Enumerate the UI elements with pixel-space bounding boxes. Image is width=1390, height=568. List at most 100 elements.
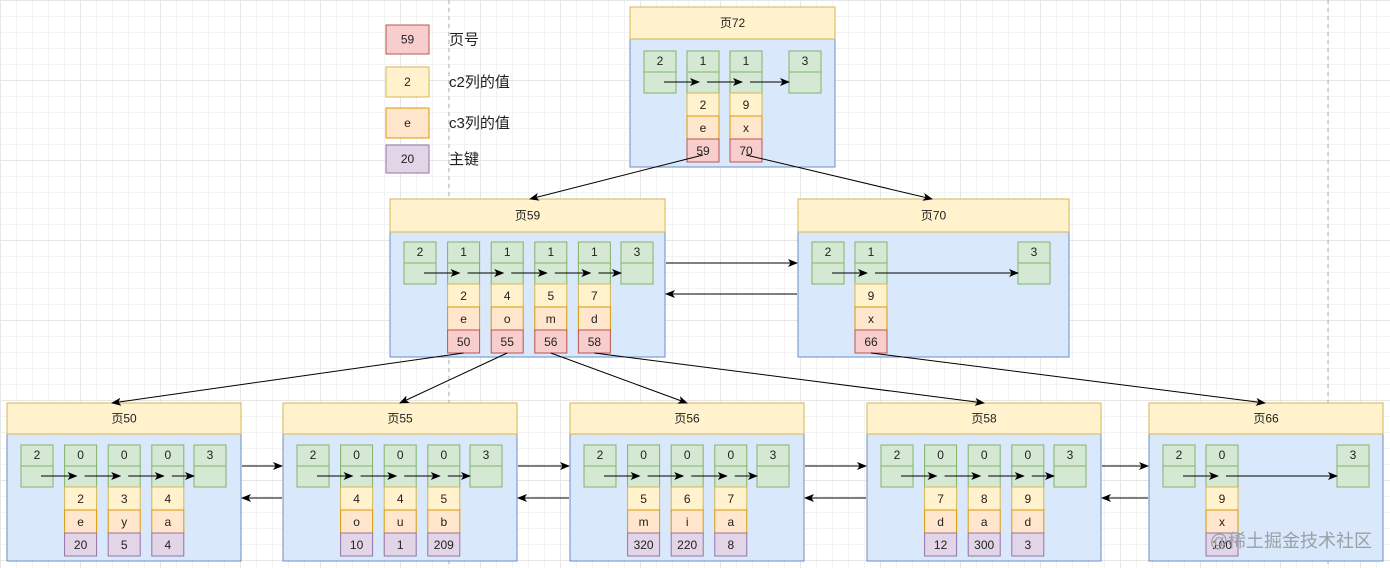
legend-sample: 20 (401, 152, 415, 166)
legend-item-pk: 20 主键 (385, 144, 479, 174)
record-c3-value: e (460, 312, 467, 326)
page-title: 页72 (720, 16, 746, 30)
record-c2-value: 9 (1024, 492, 1031, 506)
record-type-value: 2 (597, 448, 604, 462)
record-page-number-value: 70 (739, 144, 753, 158)
record-c3-value: d (1024, 515, 1031, 529)
legend-swatch (385, 144, 430, 174)
child-pointer-arrow (550, 352, 688, 404)
record-type-value: 1 (460, 245, 467, 259)
record-c2-value: 4 (397, 492, 404, 506)
record-type-value: 0 (121, 448, 128, 462)
page-title: 页59 (515, 209, 541, 223)
legend-sample: 59 (401, 33, 415, 47)
legend-label: 主键 (449, 151, 479, 168)
infimum-record: 2 (583, 444, 617, 488)
record-header-bottom (788, 71, 822, 94)
record-ref-cell (686, 138, 720, 163)
record-page-number-value: 58 (588, 335, 602, 349)
record-type-value: 0 (1024, 448, 1031, 462)
record-ref-cell (1205, 532, 1239, 557)
record-ref-cell (427, 532, 461, 557)
record-c3-value: u (397, 515, 404, 529)
legend-sample: e (404, 116, 411, 130)
record-header-bottom (193, 465, 227, 488)
record-ref-cell (107, 532, 141, 557)
record-ref-cell (729, 138, 763, 163)
record-type-value: 2 (657, 54, 664, 68)
infimum-record: 2 (296, 444, 330, 488)
record-type-value: 0 (397, 448, 404, 462)
record-c3-value: o (353, 515, 360, 529)
record-page-number-value: 66 (864, 335, 878, 349)
record-c2-value: 2 (460, 289, 467, 303)
record-type-value: 0 (77, 448, 84, 462)
record-type-value: 2 (894, 448, 901, 462)
record-c2-value: 2 (700, 98, 707, 112)
supremum-record: 3 (788, 50, 822, 94)
record-c2-value: 7 (727, 492, 734, 506)
record-type-value: 3 (634, 245, 641, 259)
legend-label: 页号 (449, 32, 479, 49)
record-c3-value: d (937, 515, 944, 529)
record-primary-key-value: 320 (634, 538, 654, 552)
record-c3-value: a (727, 515, 734, 529)
record-primary-key-value: 3 (1024, 538, 1031, 552)
page-title: 页58 (971, 412, 997, 426)
supremum-record: 3 (1053, 444, 1087, 488)
page-title: 页70 (921, 209, 947, 223)
record-c3-value: b (440, 515, 447, 529)
record-type-value: 3 (207, 448, 214, 462)
record-page-number-value: 59 (696, 144, 710, 158)
child-pointer-arrow (399, 352, 508, 404)
record-type-value: 1 (868, 245, 875, 259)
record-c3-value: m (546, 312, 556, 326)
infimum-record: 2 (20, 444, 54, 488)
page-title: 页66 (1253, 412, 1279, 426)
infimum-record: 2 (811, 241, 845, 285)
page-header (629, 6, 836, 40)
record-c2-value: 9 (1219, 492, 1226, 506)
record-type-value: 3 (1350, 448, 1357, 462)
page-header (866, 402, 1102, 435)
record-type-value: 1 (547, 245, 554, 259)
record-c2-value: 8 (981, 492, 988, 506)
record-primary-key-value: 4 (164, 538, 171, 552)
user-record: 0 9 d 3 (1011, 444, 1045, 557)
supremum-record: 3 (1017, 241, 1051, 285)
child-pointer-arrow (529, 154, 704, 201)
record-c3-value: y (121, 515, 127, 529)
page-header (1148, 402, 1384, 435)
record-type-value: 3 (770, 448, 777, 462)
watermark-text: @稀土掘金技术社区 (1210, 531, 1372, 551)
record-type-value: 3 (1031, 245, 1038, 259)
record-type-value: 1 (504, 245, 511, 259)
record-type-value: 0 (353, 448, 360, 462)
supremum-record: 3 (193, 444, 227, 488)
record-header-bottom (1336, 465, 1370, 488)
record-c3-value: d (591, 312, 598, 326)
record-primary-key-value: 20 (74, 538, 88, 552)
record-c2-value: 5 (440, 492, 447, 506)
page-header (569, 402, 805, 435)
record-ref-cell (967, 532, 1001, 557)
